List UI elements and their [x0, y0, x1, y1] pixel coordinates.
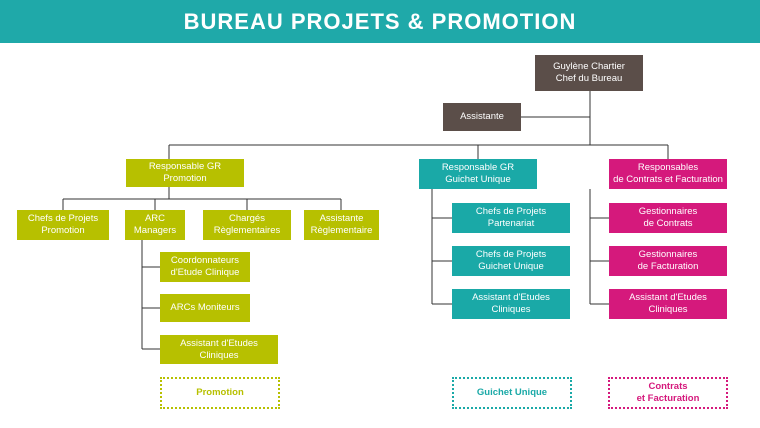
- legend-contrats-facturation: Contrats et Facturation: [608, 377, 728, 409]
- legend-promotion: Promotion: [160, 377, 280, 409]
- director-role: Chef du Bureau: [555, 73, 623, 84]
- promotion-child-charges-reglementaires: Chargés Règlementaires: [203, 210, 291, 240]
- arc-child-coordonnateurs: Coordonnateurs d'Etude Clinique: [160, 252, 250, 282]
- guichet-child-assistant-etudes: Assistant d'Etudes Cliniques: [452, 289, 570, 319]
- promotion-head-box: Responsable GR Promotion: [126, 159, 244, 187]
- contrats-child-gestionnaires-facturation: Gestionnaires de Facturation: [609, 246, 727, 276]
- contrats-head-box: Responsables de Contrats et Facturation: [609, 159, 727, 189]
- arc-child-arcs-moniteurs: ARCs Moniteurs: [160, 294, 250, 322]
- assistant-box: Assistante: [443, 103, 521, 131]
- contrats-child-assistant-etudes: Assistant d'Etudes Cliniques: [609, 289, 727, 319]
- director-name: Guylène Chartier: [553, 61, 625, 72]
- arc-child-assistant-etudes: Assistant d'Etudes Cliniques: [160, 335, 278, 364]
- legend-guichet-unique: Guichet Unique: [452, 377, 572, 409]
- contrats-child-gestionnaires-contrats: Gestionnaires de Contrats: [609, 203, 727, 233]
- guichet-child-chefs-partenariat: Chefs de Projets Partenariat: [452, 203, 570, 233]
- promotion-child-arc-managers: ARC Managers: [125, 210, 185, 240]
- promotion-child-chefs-projets: Chefs de Projets Promotion: [17, 210, 109, 240]
- guichet-child-chefs-guichet: Chefs de Projets Guichet Unique: [452, 246, 570, 276]
- header-bar: BUREAU PROJETS & PROMOTION: [0, 0, 760, 43]
- page-title: BUREAU PROJETS & PROMOTION: [183, 8, 577, 34]
- guichet-head-box: Responsable GR Guichet Unique: [419, 159, 537, 189]
- promotion-child-assistante-reglementaire: Assistante Règlementaire: [304, 210, 379, 240]
- director-box: Guylène Chartier Chef du Bureau: [535, 55, 643, 91]
